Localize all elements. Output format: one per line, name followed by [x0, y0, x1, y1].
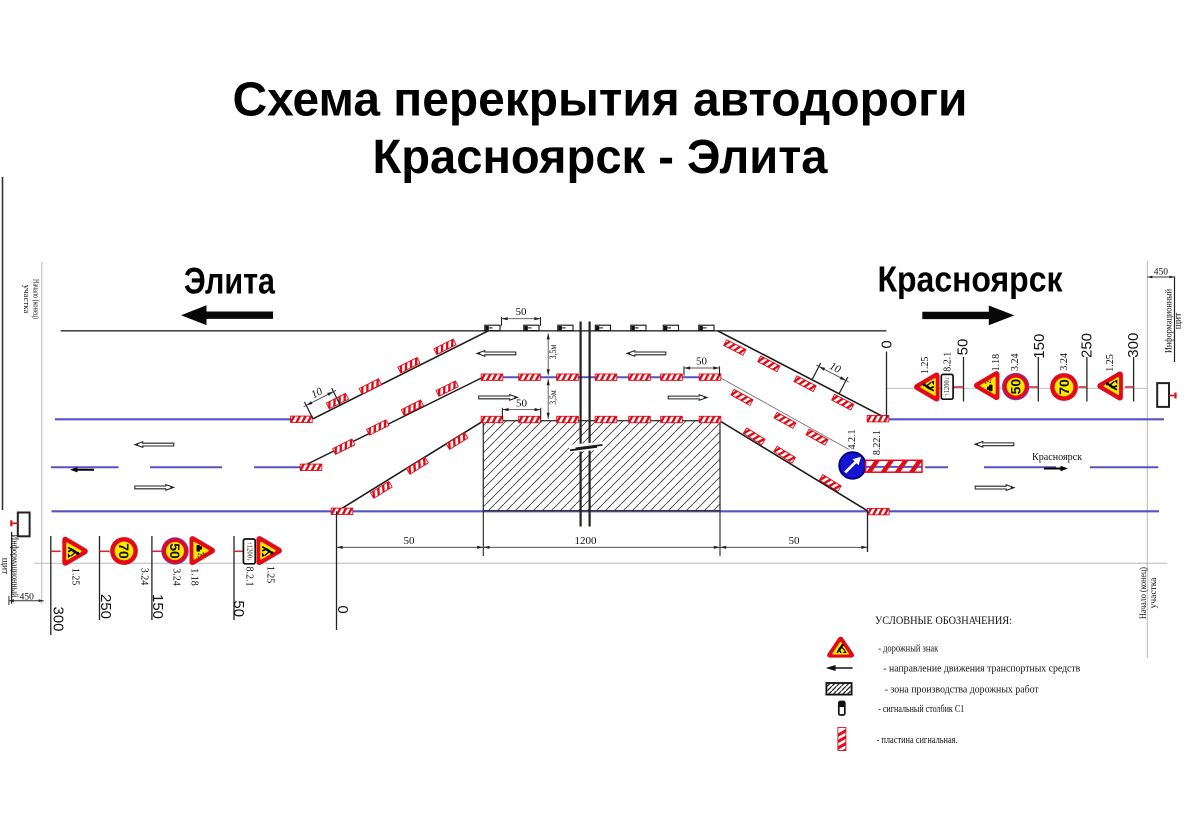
svg-text:↑1200↓: ↑1200↓ [943, 377, 951, 397]
svg-text:450: 450 [1154, 268, 1169, 278]
svg-text:Красноярск - Элита: Красноярск - Элита [373, 131, 828, 184]
svg-text:1.18: 1.18 [189, 568, 200, 586]
svg-text:3.24: 3.24 [171, 568, 182, 586]
svg-text:щит: щит [0, 558, 9, 575]
svg-text:8.2.1: 8.2.1 [244, 567, 255, 587]
svg-text:Информационный: Информационный [1163, 289, 1174, 353]
svg-text:участка: участка [1149, 577, 1159, 609]
svg-text:щит: щит [1174, 312, 1184, 329]
svg-text:УСЛОВНЫЕ ОБОЗНАЧЕНИЯ:: УСЛОВНЫЕ ОБОЗНАЧЕНИЯ: [875, 613, 1012, 627]
svg-text:50: 50 [167, 543, 183, 559]
svg-text:Красноярск: Красноярск [878, 259, 1064, 300]
svg-text:300: 300 [1125, 333, 1142, 358]
svg-text:4.2.1: 4.2.1 [847, 430, 858, 450]
svg-text:Красноярск: Красноярск [1032, 451, 1083, 463]
svg-text:1200: 1200 [575, 535, 598, 547]
svg-text:3,5м: 3,5м [548, 390, 558, 405]
svg-text:Информационный: Информационный [9, 535, 20, 598]
svg-text:50: 50 [789, 535, 801, 547]
svg-text:- дорожный знак: - дорожный знак [878, 644, 938, 655]
svg-text:50: 50 [230, 600, 247, 617]
svg-text:- пластина сигнальная.: - пластина сигнальная. [877, 735, 958, 746]
svg-text:- сигнальный столбик С1: - сигнальный столбик С1 [878, 704, 964, 715]
svg-text:1.25: 1.25 [265, 566, 276, 584]
svg-text:- зона производства дорожных р: - зона производства дорожных работ [885, 683, 1039, 695]
svg-text:0: 0 [878, 340, 895, 348]
svg-text:1.25: 1.25 [70, 568, 81, 586]
svg-text:50: 50 [516, 306, 528, 318]
svg-text:50: 50 [516, 398, 528, 410]
svg-text:Схема перекрытия автодороги: Схема перекрытия автодороги [233, 74, 968, 127]
svg-text:0: 0 [334, 605, 351, 613]
svg-text:1.25: 1.25 [920, 357, 931, 375]
svg-text:50: 50 [696, 355, 708, 367]
svg-text:150: 150 [149, 594, 166, 619]
svg-text:3.24: 3.24 [1059, 353, 1070, 371]
svg-text:50: 50 [954, 339, 971, 356]
svg-text:3.24: 3.24 [1010, 354, 1021, 372]
svg-text:Начало (конец): Начало (конец) [32, 279, 42, 319]
svg-text:8.22.1: 8.22.1 [872, 430, 883, 455]
svg-text:70: 70 [1056, 379, 1072, 395]
svg-text:450: 450 [20, 593, 35, 603]
svg-text:участка: участка [22, 285, 32, 314]
svg-text:3,5м: 3,5м [548, 344, 558, 359]
svg-text:250: 250 [1078, 333, 1095, 358]
svg-text:150: 150 [1031, 334, 1048, 359]
svg-text:70: 70 [116, 543, 132, 559]
svg-text:- направление движения транспо: - направление движения транспортных сред… [883, 663, 1080, 675]
svg-text:300: 300 [49, 606, 66, 631]
svg-text:Начало (конец): Начало (конец) [1138, 567, 1149, 619]
svg-text:50: 50 [1008, 379, 1024, 395]
svg-text:1.25: 1.25 [1105, 354, 1116, 372]
svg-text:Элита: Элита [184, 260, 276, 302]
svg-text:50: 50 [404, 535, 416, 547]
svg-text:1.18: 1.18 [991, 354, 1002, 372]
svg-text:↑1200↓: ↑1200↓ [245, 542, 253, 562]
svg-text:8.2.1: 8.2.1 [942, 352, 953, 372]
svg-text:250: 250 [97, 594, 114, 619]
svg-text:3.24: 3.24 [139, 568, 150, 586]
